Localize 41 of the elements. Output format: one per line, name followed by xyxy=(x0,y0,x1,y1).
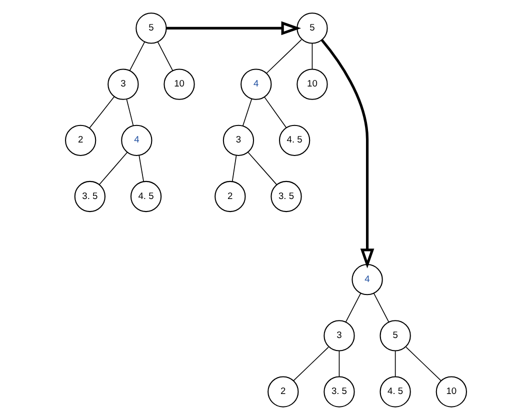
node-circle: 3. 5 xyxy=(323,376,354,407)
connector xyxy=(156,41,173,70)
connector xyxy=(311,42,312,69)
arrow xyxy=(166,20,301,35)
node-circle: 2 xyxy=(267,376,298,407)
node-circle: 5 xyxy=(135,12,166,44)
node-circle: 4. 5 xyxy=(130,180,162,212)
connector xyxy=(405,346,441,381)
node-circle: 4. 5 xyxy=(278,124,310,156)
connector xyxy=(88,96,114,128)
node-circle: 4 xyxy=(120,124,152,156)
node-circle: 3 xyxy=(222,124,254,156)
node-circle: 4 xyxy=(240,68,272,100)
node-circle: 10 xyxy=(435,376,466,407)
node-circle: 4 xyxy=(351,264,382,295)
connector xyxy=(231,154,236,182)
node-circle: 3 xyxy=(323,320,354,351)
connector xyxy=(247,151,277,184)
connector xyxy=(138,154,144,182)
arrow xyxy=(320,38,374,268)
connector xyxy=(264,96,286,128)
connector xyxy=(128,41,144,70)
node-circle: 3 xyxy=(107,68,138,100)
connector xyxy=(338,350,340,376)
connector xyxy=(126,98,134,126)
node-circle: 10 xyxy=(296,68,328,100)
connector xyxy=(394,350,396,376)
connector xyxy=(344,292,361,322)
connector xyxy=(98,151,128,184)
node-circle: 2 xyxy=(64,124,96,156)
node-circle: 5 xyxy=(296,12,328,44)
node-circle: 2 xyxy=(214,180,246,212)
connector xyxy=(266,38,302,74)
node-circle: 5 xyxy=(379,320,410,351)
node-circle: 3. 5 xyxy=(74,180,105,212)
connector xyxy=(373,292,389,322)
node-circle: 4. 5 xyxy=(379,376,410,407)
connector xyxy=(292,346,328,381)
connector xyxy=(242,98,252,126)
node-circle: 3. 5 xyxy=(270,180,302,212)
node-circle: 10 xyxy=(163,68,194,100)
